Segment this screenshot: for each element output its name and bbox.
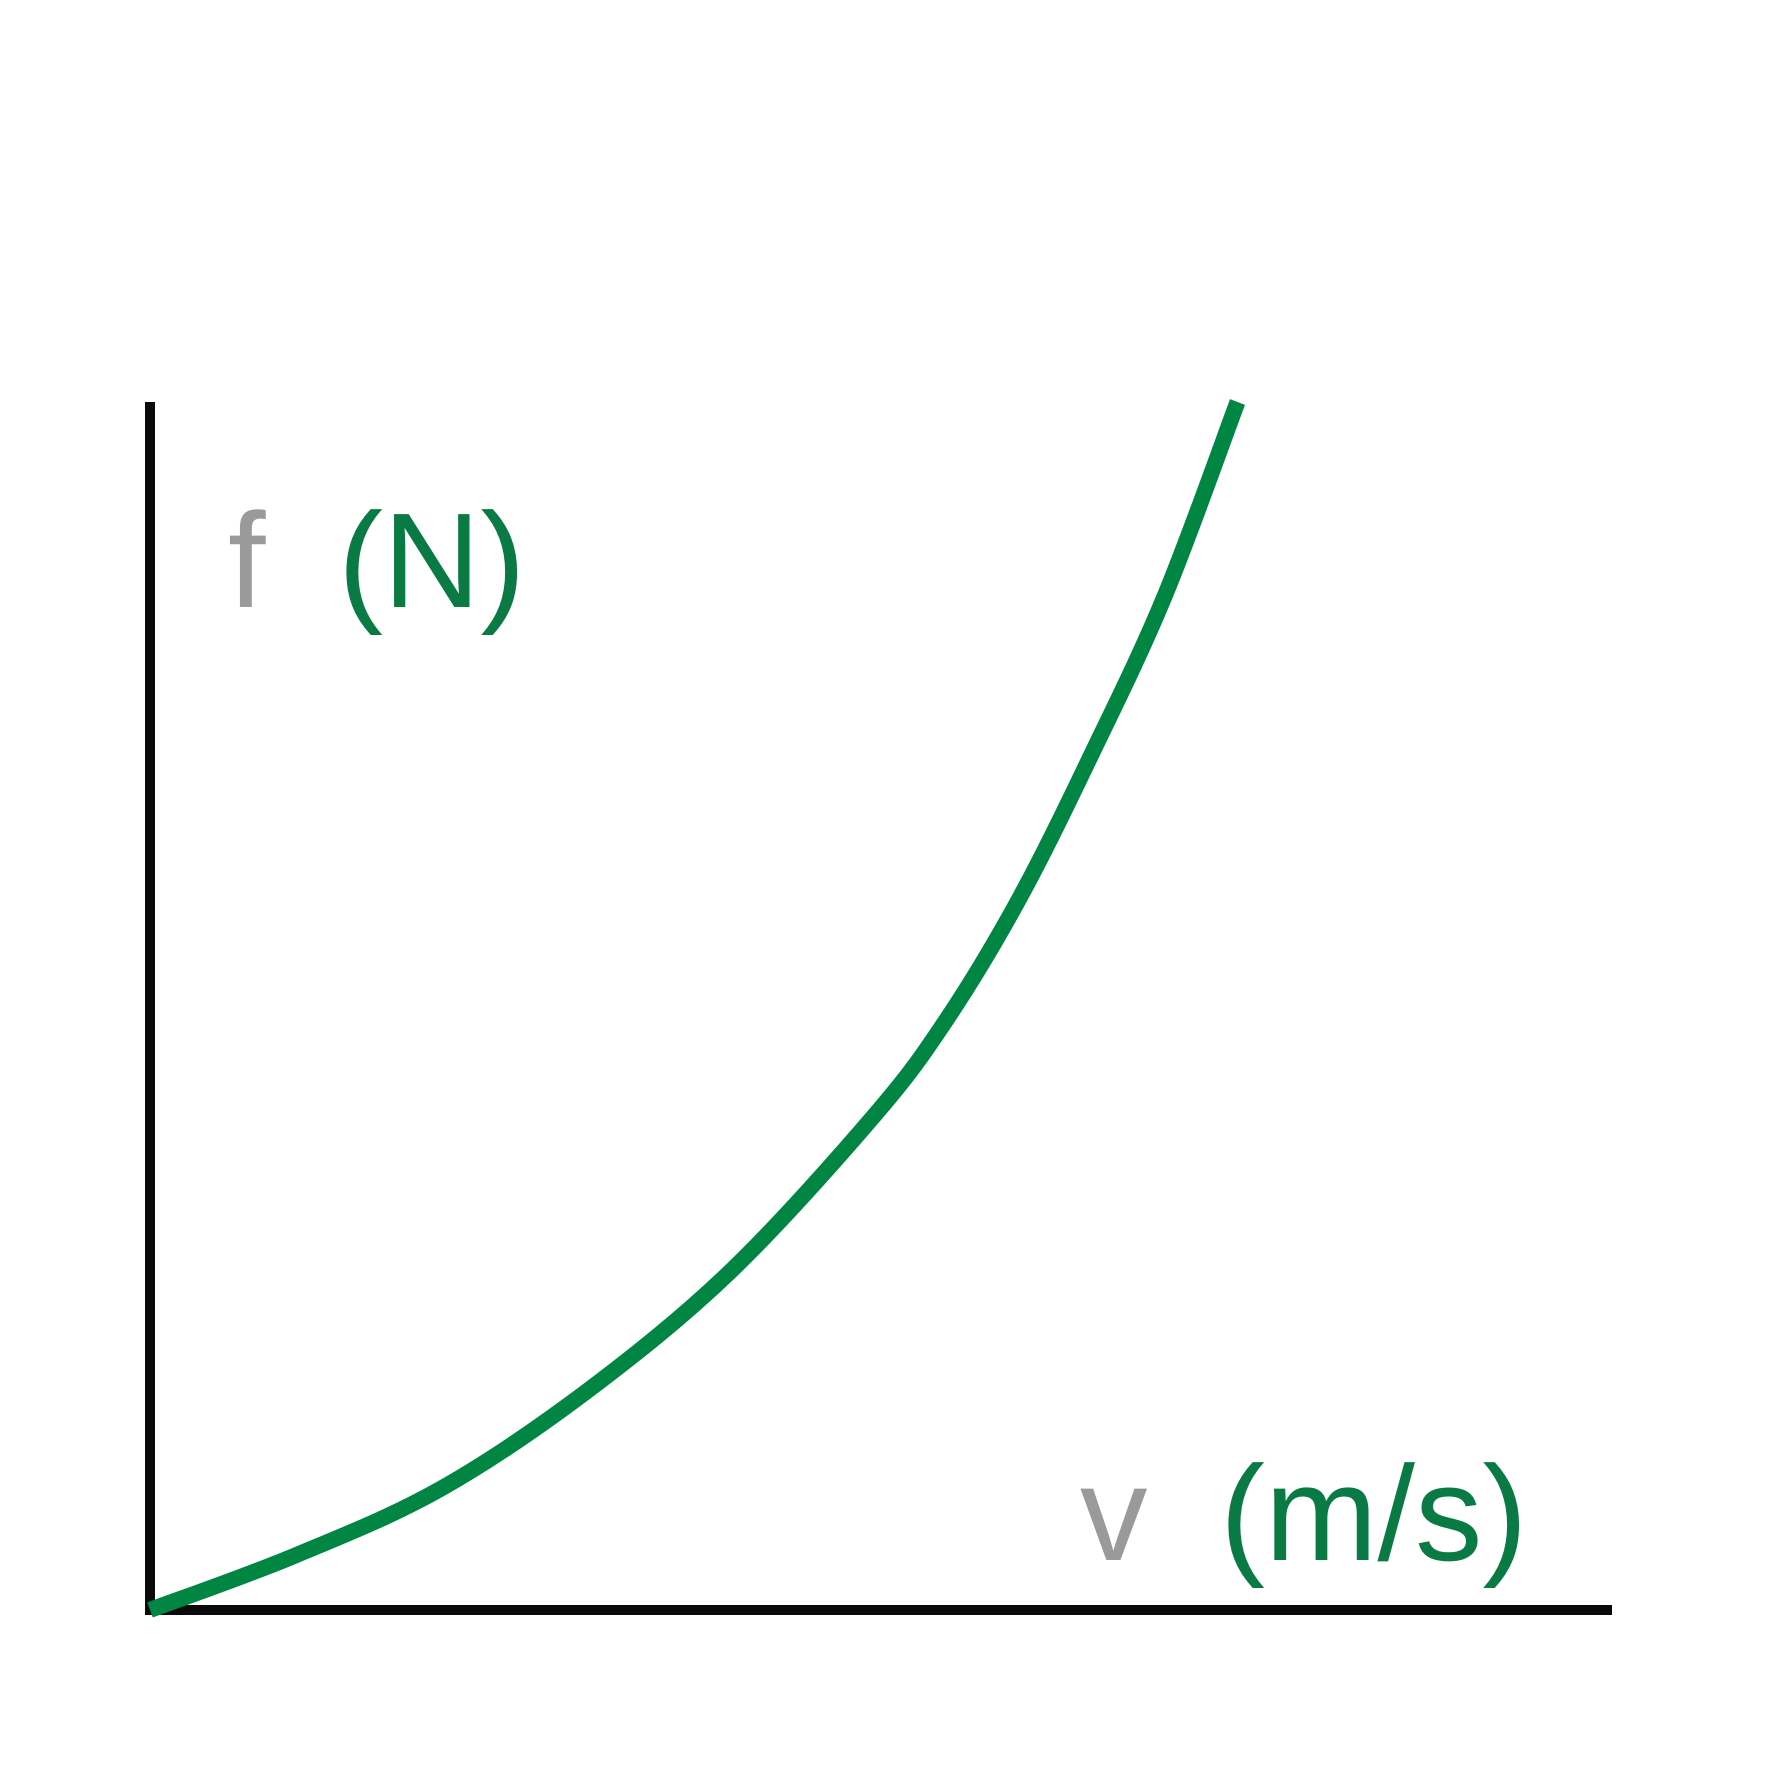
series-curve bbox=[147, 399, 1245, 1618]
axes bbox=[145, 402, 1612, 1615]
y-axis-label: f (N) bbox=[228, 485, 525, 636]
y-axis-label-symbol: f bbox=[228, 485, 266, 636]
x-axis-label: v (m/s) bbox=[1080, 1438, 1527, 1589]
y-axis-label-unit: (N) bbox=[338, 485, 525, 636]
x-axis-label-unit: (m/s) bbox=[1220, 1438, 1527, 1589]
x-axis-label-symbol: v bbox=[1080, 1438, 1148, 1589]
